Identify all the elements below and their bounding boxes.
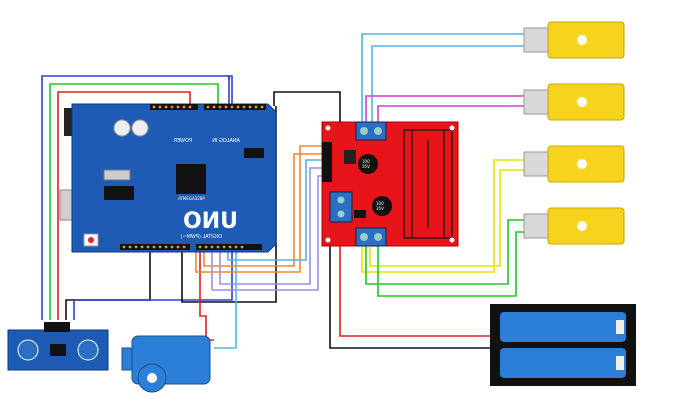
wire-lavender-2: [219, 167, 322, 285]
wire-orange-2: [203, 153, 322, 267]
power-label: POWER: [173, 138, 192, 144]
wire-orange-1: [195, 145, 322, 273]
wire-yellow-motor3b: [369, 169, 524, 267]
battery-cell-1: [500, 312, 626, 342]
svg-text:100: 100: [362, 159, 370, 164]
terminal-bottom: [355, 227, 387, 247]
board-body: [71, 103, 277, 253]
uno-logo: UNO: [183, 209, 238, 234]
board-capacitor-1: [113, 119, 131, 137]
terminal-top: [355, 121, 387, 141]
l298n-motor-driver: 100 35V 100 35V: [321, 121, 459, 247]
heatsink-fins: [411, 130, 445, 238]
dc-gear-motor-1: [523, 21, 625, 59]
servo-motor: [121, 335, 211, 393]
arduino-uno-board: ATMEGA328P UNO DIGITAL (PWM~) POWER ANAL…: [59, 103, 277, 253]
wire-red-battery: [339, 222, 490, 337]
ultrasonic-sensor: [7, 322, 109, 371]
wire-black-battery: [329, 222, 490, 349]
terminal-power: [329, 191, 353, 223]
svg-text:100: 100: [376, 201, 384, 206]
wire-magenta-motor2: [365, 95, 524, 125]
chip-label: ATMEGA328P: [178, 196, 205, 201]
wire-green-motor4: [365, 219, 524, 285]
dc-gear-motor-3: [523, 145, 625, 183]
dc-gear-motor-2: [523, 83, 625, 121]
usb-chip: [104, 186, 134, 200]
wire-lavender-1: [211, 175, 322, 291]
reset-button-red: [88, 237, 94, 243]
driver-input-header: [322, 142, 332, 182]
header-top-left: [150, 104, 198, 110]
mirrored-text: UNO DIGITAL (PWM~) POWER ANALOG IN: [173, 138, 240, 240]
board-capacitor-2: [131, 119, 149, 137]
digital-label: DIGITAL (PWM~): [180, 234, 222, 240]
crystal: [103, 169, 131, 181]
driver-capacitor-1: [358, 154, 378, 174]
svg-text:35V: 35V: [376, 206, 384, 211]
header-top-right: [204, 104, 266, 110]
wire-magenta-motor2b: [377, 105, 524, 125]
wire-blue-sensor-vcc: [41, 75, 230, 320]
wire-black-sensor: [65, 252, 151, 320]
wire-black-driver: [273, 91, 352, 126]
dc-gear-motor-4: [523, 207, 625, 245]
wire-green-sensor: [49, 83, 219, 320]
driver-capacitor-2: [372, 196, 392, 216]
wire-blue-signal: [227, 159, 322, 261]
battery-cell-2: [500, 348, 626, 378]
wire-yellow-motor3: [361, 159, 524, 273]
wire-cyan-motor1: [361, 33, 524, 125]
jumper: [354, 210, 366, 218]
icsp-header: [244, 148, 264, 158]
wire-green-motor4b: [377, 231, 524, 297]
regulator: [344, 150, 356, 164]
wire-red-sensor: [57, 91, 191, 320]
battery-holder: [490, 304, 636, 386]
pin-dots: [122, 105, 264, 249]
wire-cyan-motor1b: [371, 45, 524, 125]
svg-text:35V: 35V: [362, 164, 370, 169]
analog-label: ANALOG IN: [212, 138, 240, 144]
atmega-chip: [176, 164, 206, 194]
